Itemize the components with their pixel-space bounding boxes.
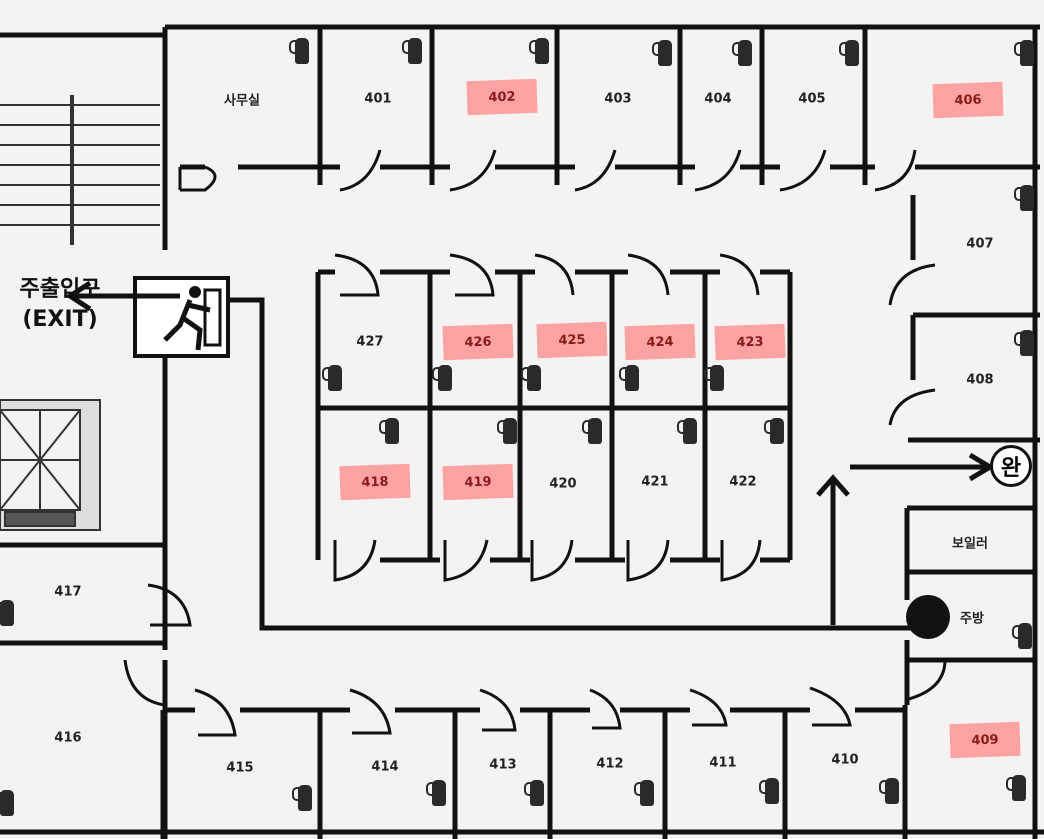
fire-extinguisher-icon bbox=[426, 780, 446, 806]
fire-extinguisher-icon bbox=[634, 780, 654, 806]
fire-extinguisher-icon bbox=[652, 40, 672, 66]
fire-extinguisher-icon bbox=[1014, 185, 1034, 211]
fire-extinguisher-icon bbox=[402, 38, 422, 64]
room-418[interactable]: 418 bbox=[339, 463, 411, 501]
room-423[interactable]: 423 bbox=[714, 323, 786, 361]
room-422[interactable]: 422 bbox=[729, 474, 757, 490]
exit-korean: 주출입구 bbox=[19, 277, 101, 302]
fire-extinguisher-icon bbox=[521, 365, 541, 391]
completion-marker: 완 bbox=[990, 445, 1032, 487]
room-412[interactable]: 412 bbox=[596, 756, 624, 772]
room-401[interactable]: 401 bbox=[364, 91, 392, 107]
stairs-icon bbox=[0, 95, 160, 245]
emergency-exit-icon bbox=[133, 276, 230, 358]
fire-extinguisher-icon bbox=[677, 418, 697, 444]
room-413[interactable]: 413 bbox=[489, 757, 517, 773]
room-419[interactable]: 419 bbox=[442, 463, 514, 501]
room-406[interactable]: 406 bbox=[932, 81, 1004, 119]
room-416[interactable]: 416 bbox=[54, 730, 82, 746]
room-407[interactable]: 407 bbox=[966, 236, 994, 252]
room-boiler[interactable]: 보일러 bbox=[952, 536, 988, 552]
door-swings bbox=[123, 149, 947, 737]
fire-extinguisher-icon bbox=[524, 780, 544, 806]
room-410[interactable]: 410 bbox=[831, 752, 859, 768]
room-414[interactable]: 414 bbox=[371, 759, 399, 775]
fire-extinguisher-icon bbox=[379, 418, 399, 444]
fire-extinguisher-icon bbox=[0, 600, 14, 626]
room-424[interactable]: 424 bbox=[624, 323, 696, 361]
room-415[interactable]: 415 bbox=[226, 760, 254, 776]
room-403[interactable]: 403 bbox=[604, 91, 632, 107]
room-411[interactable]: 411 bbox=[709, 755, 737, 771]
main-exit-label: 주출입구 (EXIT) bbox=[0, 275, 120, 335]
fire-extinguisher-icon bbox=[432, 365, 452, 391]
fire-extinguisher-icon bbox=[759, 778, 779, 804]
exit-english: (EXIT) bbox=[22, 307, 98, 332]
room-405[interactable]: 405 bbox=[798, 91, 826, 107]
room-408[interactable]: 408 bbox=[966, 372, 994, 388]
room-426[interactable]: 426 bbox=[442, 323, 514, 361]
room-409[interactable]: 409 bbox=[949, 721, 1021, 759]
fire-extinguisher-icon bbox=[1012, 623, 1032, 649]
fire-extinguisher-icon bbox=[1014, 330, 1034, 356]
fire-extinguisher-icon bbox=[732, 40, 752, 66]
fire-extinguisher-icon bbox=[0, 790, 14, 816]
assembly-point-marker bbox=[906, 595, 950, 639]
fire-extinguisher-icon bbox=[292, 785, 312, 811]
room-417[interactable]: 417 bbox=[54, 584, 82, 600]
fire-extinguisher-icon bbox=[764, 418, 784, 444]
room-402[interactable]: 402 bbox=[466, 78, 538, 116]
fire-extinguisher-icon bbox=[1006, 775, 1026, 801]
fire-extinguisher-icon bbox=[289, 38, 309, 64]
room-425[interactable]: 425 bbox=[536, 321, 608, 359]
fire-extinguisher-icon bbox=[839, 40, 859, 66]
fire-extinguisher-icon bbox=[322, 365, 342, 391]
room-420[interactable]: 420 bbox=[549, 476, 577, 492]
room-404[interactable]: 404 bbox=[704, 91, 732, 107]
fire-extinguisher-icon bbox=[619, 365, 639, 391]
room-427[interactable]: 427 bbox=[356, 334, 384, 350]
room-421[interactable]: 421 bbox=[641, 474, 669, 490]
fire-extinguisher-icon bbox=[582, 418, 602, 444]
fire-extinguisher-icon bbox=[879, 778, 899, 804]
elevator-icon bbox=[0, 399, 101, 531]
fire-extinguisher-icon bbox=[704, 365, 724, 391]
fire-extinguisher-icon bbox=[497, 418, 517, 444]
fire-extinguisher-icon bbox=[529, 38, 549, 64]
room-office[interactable]: 사무실 bbox=[224, 93, 260, 109]
fire-extinguisher-icon bbox=[1014, 40, 1034, 66]
room-kitchen[interactable]: 주방 bbox=[960, 611, 984, 627]
